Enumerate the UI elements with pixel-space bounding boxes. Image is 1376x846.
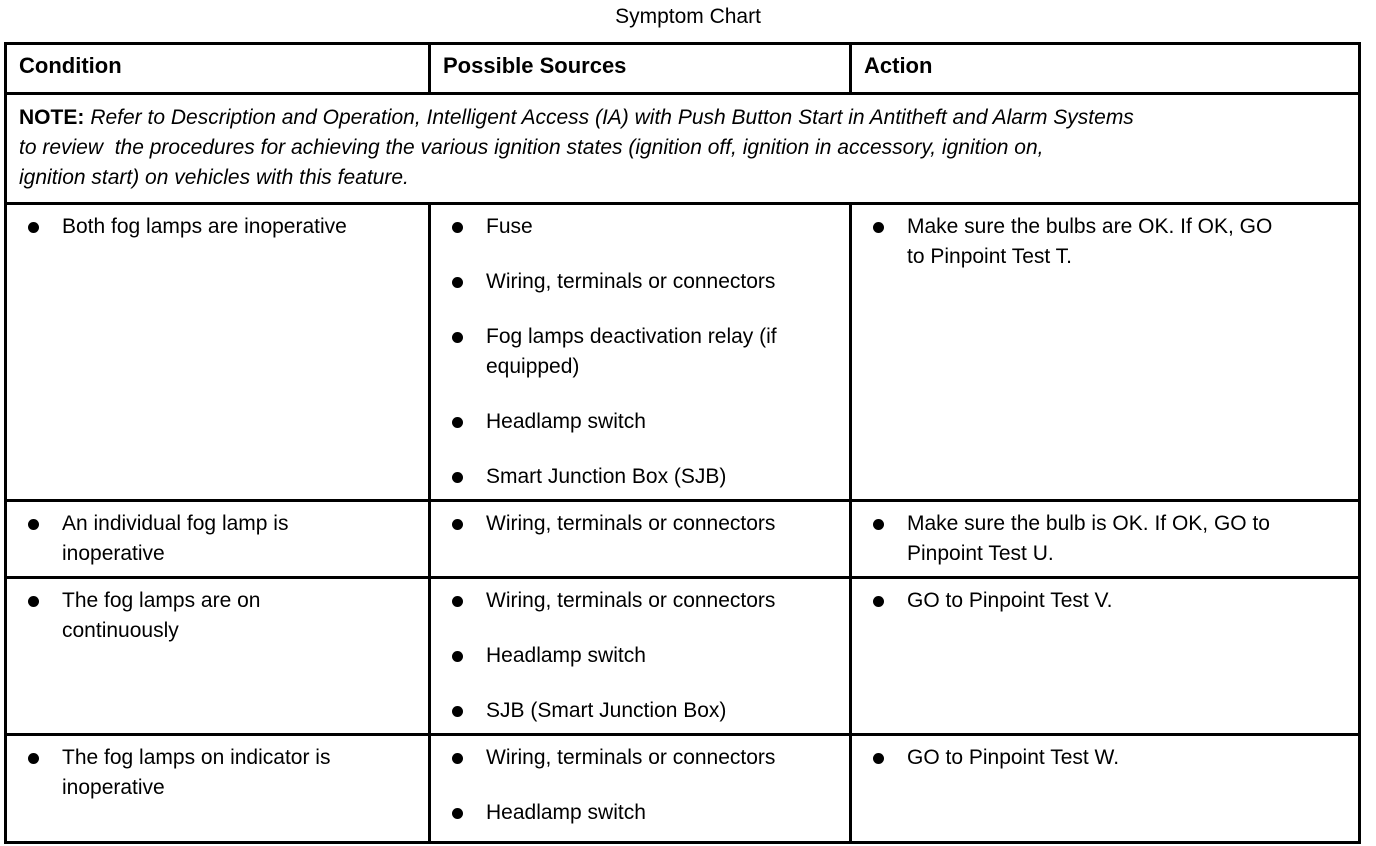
cell-action: GO to Pinpoint Test W. [849, 733, 1361, 844]
bullet-item: Both fog lamps are inoperative [19, 212, 416, 242]
action-list: GO to Pinpoint Test V. [864, 586, 1346, 616]
table-row: The fog lamps on indicator is inoperativ… [4, 733, 1361, 844]
action-list: Make sure the bulbs are OK. If OK, GO to… [864, 212, 1346, 272]
bullet-icon [452, 651, 463, 662]
header-action: Action [849, 42, 1361, 95]
note-cell: NOTE:Refer to Description and Operation,… [4, 92, 1361, 205]
symptom-chart-table: Condition Possible Sources Action NOTE:R… [4, 42, 1361, 844]
bullet-icon [452, 417, 463, 428]
sources-list: Fuse Wiring, terminals or connectors Fog… [443, 212, 837, 492]
page-title: Symptom Chart [615, 5, 761, 28]
table-row: The fog lamps are on continuously Wiring… [4, 576, 1361, 736]
bullet-text: The fog lamps on indicator is inoperativ… [62, 746, 331, 799]
sources-list: Wiring, terminals or connectors Headlamp… [443, 586, 837, 726]
bullet-item: Make sure the bulb is OK. If OK, GO to P… [864, 509, 1346, 569]
condition-list: An individual fog lamp is inoperative [19, 509, 416, 569]
bullet-icon [452, 519, 463, 530]
bullet-item: Make sure the bulbs are OK. If OK, GO to… [864, 212, 1346, 272]
bullet-text: Fuse [486, 215, 533, 238]
bullet-item: Fog lamps deactivation relay (if equippe… [443, 322, 837, 382]
cell-possible-sources: Wiring, terminals or connectors [428, 499, 852, 579]
bullet-item: Wiring, terminals or connectors [443, 509, 837, 539]
bullet-text: Smart Junction Box (SJB) [486, 465, 727, 488]
bullet-text: Both fog lamps are inoperative [62, 215, 347, 238]
bullet-icon [452, 808, 463, 819]
bullet-item: Fuse [443, 212, 837, 242]
bullet-item: Headlamp switch [443, 641, 837, 671]
bullet-icon [873, 222, 884, 233]
bullet-text: Wiring, terminals or connectors [486, 270, 776, 293]
bullet-icon [873, 596, 884, 607]
bullet-text: Wiring, terminals or connectors [486, 512, 776, 535]
bullet-icon [452, 596, 463, 607]
header-possible-sources: Possible Sources [428, 42, 852, 95]
bullet-text: SJB (Smart Junction Box) [486, 699, 727, 722]
bullet-text: Wiring, terminals or connectors [486, 746, 776, 769]
bullet-icon [28, 222, 39, 233]
bullet-item: An individual fog lamp is inoperative [19, 509, 416, 569]
bullet-icon [452, 706, 463, 717]
note-row: NOTE:Refer to Description and Operation,… [4, 92, 1361, 205]
action-list: Make sure the bulb is OK. If OK, GO to P… [864, 509, 1346, 569]
bullet-item: The fog lamps are on continuously [19, 586, 416, 646]
note-text: Refer to Description and Operation, Inte… [19, 106, 1134, 189]
note-label: NOTE: [19, 106, 85, 129]
bullet-item: Wiring, terminals or connectors [443, 267, 837, 297]
bullet-text: Headlamp switch [486, 801, 646, 824]
cell-action: Make sure the bulbs are OK. If OK, GO to… [849, 202, 1361, 502]
cell-possible-sources: Wiring, terminals or connectors Headlamp… [428, 576, 852, 736]
bullet-text: Fog lamps deactivation relay (if equippe… [486, 325, 777, 378]
bullet-text: Wiring, terminals or connectors [486, 589, 776, 612]
bullet-text: Make sure the bulb is OK. If OK, GO to P… [907, 512, 1270, 565]
bullet-item: SJB (Smart Junction Box) [443, 696, 837, 726]
condition-list: Both fog lamps are inoperative [19, 212, 416, 242]
bullet-icon [873, 753, 884, 764]
bullet-icon [28, 753, 39, 764]
bullet-text: GO to Pinpoint Test W. [907, 746, 1120, 769]
cell-condition: The fog lamps are on continuously [4, 576, 431, 736]
bullet-icon [873, 519, 884, 530]
cell-condition: The fog lamps on indicator is inoperativ… [4, 733, 431, 844]
action-list: GO to Pinpoint Test W. [864, 743, 1346, 773]
bullet-icon [452, 277, 463, 288]
cell-possible-sources: Wiring, terminals or connectors Headlamp… [428, 733, 852, 844]
header-row: Condition Possible Sources Action [4, 42, 1361, 95]
bullet-icon [452, 472, 463, 483]
bullet-icon [28, 596, 39, 607]
cell-action: Make sure the bulb is OK. If OK, GO to P… [849, 499, 1361, 579]
bullet-icon [28, 519, 39, 530]
condition-list: The fog lamps are on continuously [19, 586, 416, 646]
cell-possible-sources: Fuse Wiring, terminals or connectors Fog… [428, 202, 852, 502]
bullet-text: Headlamp switch [486, 644, 646, 667]
bullet-item: Headlamp switch [443, 407, 837, 437]
bullet-item: GO to Pinpoint Test V. [864, 586, 1346, 616]
sources-list: Wiring, terminals or connectors Headlamp… [443, 743, 837, 828]
bullet-item: Smart Junction Box (SJB) [443, 462, 837, 492]
bullet-text: GO to Pinpoint Test V. [907, 589, 1113, 612]
bullet-item: Headlamp switch [443, 798, 837, 828]
sources-list: Wiring, terminals or connectors [443, 509, 837, 539]
cell-condition: Both fog lamps are inoperative [4, 202, 431, 502]
table-row: Both fog lamps are inoperative Fuse Wiri… [4, 202, 1361, 502]
bullet-item: Wiring, terminals or connectors [443, 586, 837, 616]
bullet-text: Headlamp switch [486, 410, 646, 433]
bullet-item: GO to Pinpoint Test W. [864, 743, 1346, 773]
bullet-text: An individual fog lamp is inoperative [62, 512, 289, 565]
cell-action: GO to Pinpoint Test V. [849, 576, 1361, 736]
bullet-icon [452, 222, 463, 233]
bullet-item: Wiring, terminals or connectors [443, 743, 837, 773]
bullet-icon [452, 753, 463, 764]
bullet-item: The fog lamps on indicator is inoperativ… [19, 743, 416, 803]
condition-list: The fog lamps on indicator is inoperativ… [19, 743, 416, 803]
bullet-text: The fog lamps are on continuously [62, 589, 261, 642]
bullet-icon [452, 332, 463, 343]
table-row: An individual fog lamp is inoperative Wi… [4, 499, 1361, 579]
header-condition: Condition [4, 42, 431, 95]
bullet-text: Make sure the bulbs are OK. If OK, GO to… [907, 215, 1273, 268]
cell-condition: An individual fog lamp is inoperative [4, 499, 431, 579]
